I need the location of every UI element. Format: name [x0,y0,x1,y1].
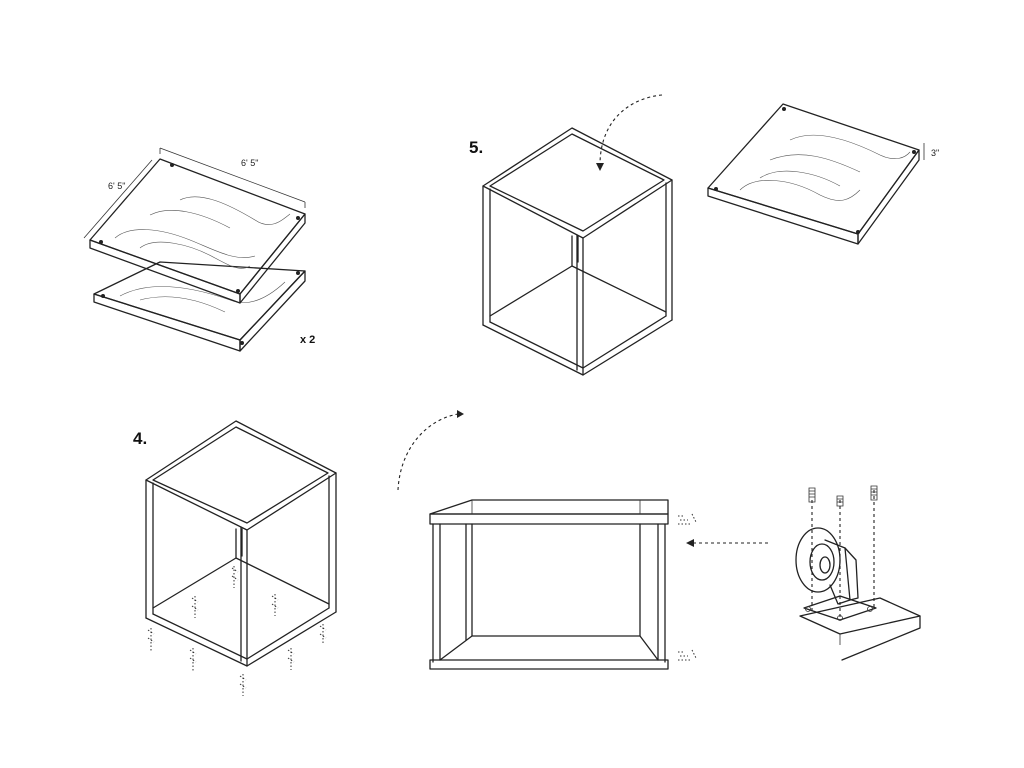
screw-markers [147,566,327,696]
caster-wheel [795,485,921,661]
dimension-line-width [159,147,306,203]
step-number-5: 5. [469,138,483,157]
dimension-depth-label: 6' 5" [108,181,125,191]
frame-cube-step4 [145,420,337,696]
step-number-4: 4. [133,429,147,448]
frame-flipped [429,499,697,670]
drop-arrow-step5 [599,94,663,166]
dimension-line-depth [83,159,153,239]
panel-upper [89,158,306,304]
quantity-label: x 2 [300,334,315,346]
flip-arrow [397,413,459,491]
frame-cube-step5 [482,127,673,376]
plywood-panels: 6' 5" 6' 5" x 2 [83,147,315,352]
thickness-label: 3" [931,148,939,158]
top-plate: 3" [707,103,939,245]
panel-lower [93,261,306,352]
dimension-width-label: 6' 5" [241,158,258,168]
